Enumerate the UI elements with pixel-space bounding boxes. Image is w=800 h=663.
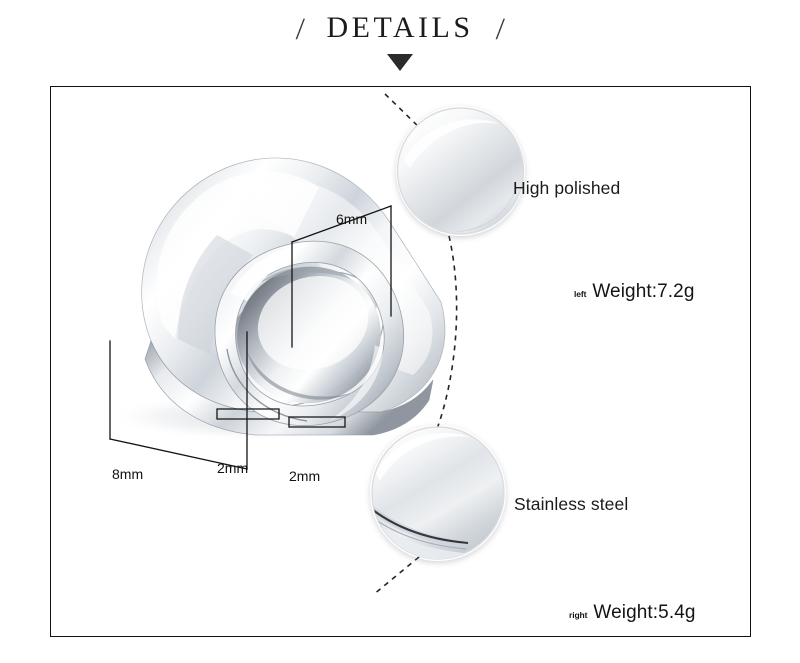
triangle-down-icon [387,54,413,71]
weight-left-row: left Weight:7.2g [574,281,695,303]
page-header: / DETAILS / [0,8,800,71]
dimension-label-8mm: 8mm [112,466,144,482]
title-row: / DETAILS / [0,8,800,48]
weight-left-value: Weight:7.2g [592,281,695,302]
callout-label-high-polished: High polished [513,178,621,198]
weight-right-row: right Weight:5.4g [569,602,696,624]
weight-right-value: Weight:5.4g [593,602,696,623]
magnified-steel-edge-icon [371,426,505,560]
wide-ring-graphic [141,157,446,436]
magnified-polished-surface-icon [396,107,525,235]
detail-frame: 8mm 2mm 2mm 6mm High polished Stainless … [50,86,751,637]
weight-right-side-label: right [569,610,588,620]
slash-right-decoration: / [494,10,505,46]
page-title: DETAILS [326,11,474,44]
callout-label-stainless-steel: Stainless steel [514,494,629,514]
slash-left-decoration: / [295,10,306,46]
weight-left-side-label: left [574,289,587,299]
narrow-ring-graphic [214,240,405,427]
dimension-label-6mm: 6mm [336,211,368,227]
dimension-label-thickness-wide: 2mm [217,460,249,476]
dimension-label-thickness-narrow: 2mm [289,468,321,484]
dimension-leader-lines [109,205,392,470]
